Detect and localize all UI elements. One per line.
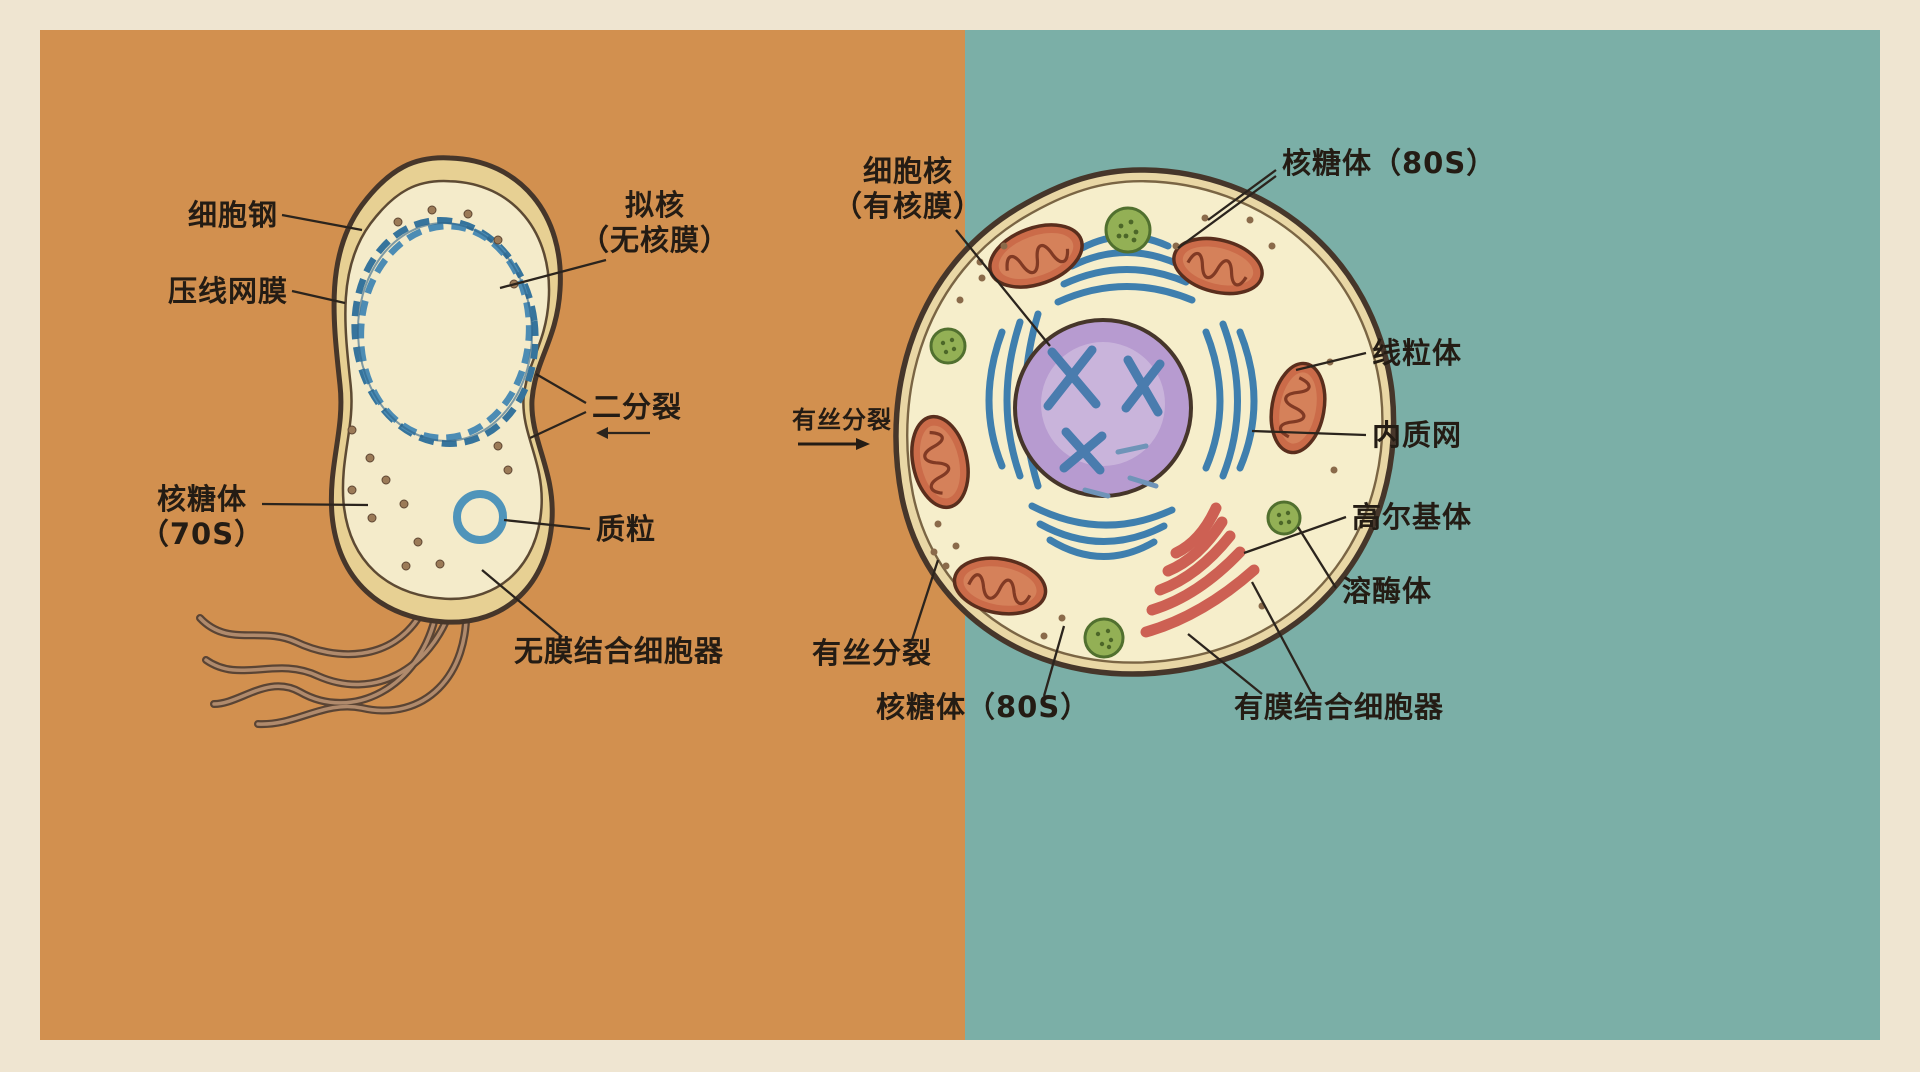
label-ribosome-70s: 核糖体 （70S） <box>138 482 266 553</box>
chromosomes <box>1043 345 1165 475</box>
mitochondrion <box>910 414 970 510</box>
right-leader-lines <box>910 169 1367 697</box>
golgi-apparatus <box>1140 502 1260 638</box>
label-lysosome: 溶酶体 <box>1342 574 1433 608</box>
nucleus <box>1013 318 1193 499</box>
label-nucleoid: 拟核 （无核膜） <box>566 188 744 259</box>
mitochondrion <box>988 223 1084 289</box>
lysosome <box>1266 500 1302 536</box>
eukaryote-cell <box>893 167 1397 677</box>
label-mitochondrion: 线粒体 <box>1372 336 1463 370</box>
bacterium-flagella <box>196 600 471 729</box>
label-cell-membrane: 压线网膜 <box>167 274 288 308</box>
mitochondrion <box>952 556 1048 616</box>
label-nucleus-line1: 细胞核 <box>862 154 953 188</box>
lysosome <box>929 327 967 365</box>
label-ribosome-80s-bottom: 核糖体（80S） <box>876 690 1091 724</box>
label-ribosome-70s-line1: 核糖体 <box>156 482 247 516</box>
label-endoplasmic-reticulum: 内质网 <box>1372 418 1463 452</box>
endoplasmic-reticulum <box>985 233 1258 560</box>
mitochondrion <box>1172 236 1264 296</box>
left-arrow-icon <box>596 427 608 439</box>
chromatin-marks <box>1082 443 1159 499</box>
lysosomes <box>929 206 1302 659</box>
eukaryote-ribosome-dots <box>930 214 1338 640</box>
bacterium-ribosome-dots <box>347 205 519 571</box>
label-mitosis-bottom: 有丝分裂 <box>812 636 933 670</box>
plasmid-ring <box>453 490 507 544</box>
bacterium-cell-membrane <box>341 179 551 601</box>
bacterium-cell <box>328 155 563 625</box>
nucleoid-dna-loop <box>351 217 539 447</box>
label-nucleoid-line1: 拟核 <box>624 188 685 222</box>
label-ribosome-70s-line2: （70S） <box>139 517 265 552</box>
mitosis-right-arrow-icon <box>798 438 870 450</box>
left-leader-lines <box>261 213 650 638</box>
label-nucleus: 细胞核 （有核膜） <box>820 154 996 225</box>
lysosome <box>1083 617 1125 659</box>
label-binary-fission: 二分裂 <box>592 390 683 424</box>
label-nucleus-line2: （有核膜） <box>832 189 983 224</box>
lysosome <box>1104 206 1152 254</box>
mitochondria <box>910 223 1327 616</box>
mitochondrion <box>1269 361 1327 455</box>
label-nucleoid-line2: （无核膜） <box>579 223 730 258</box>
label-divider-mitosis: 有丝分裂 <box>792 406 892 434</box>
label-plasmid: 质粒 <box>596 512 657 546</box>
label-non-membrane-organelles: 无膜结合细胞器 <box>514 634 725 668</box>
label-cell-wall: 细胞钢 <box>187 198 278 232</box>
label-ribosome-80s-top: 核糖体（80S） <box>1282 146 1497 180</box>
label-golgi: 高尔基体 <box>1352 500 1473 534</box>
label-membrane-organelles: 有膜结合细胞器 <box>1234 690 1445 724</box>
